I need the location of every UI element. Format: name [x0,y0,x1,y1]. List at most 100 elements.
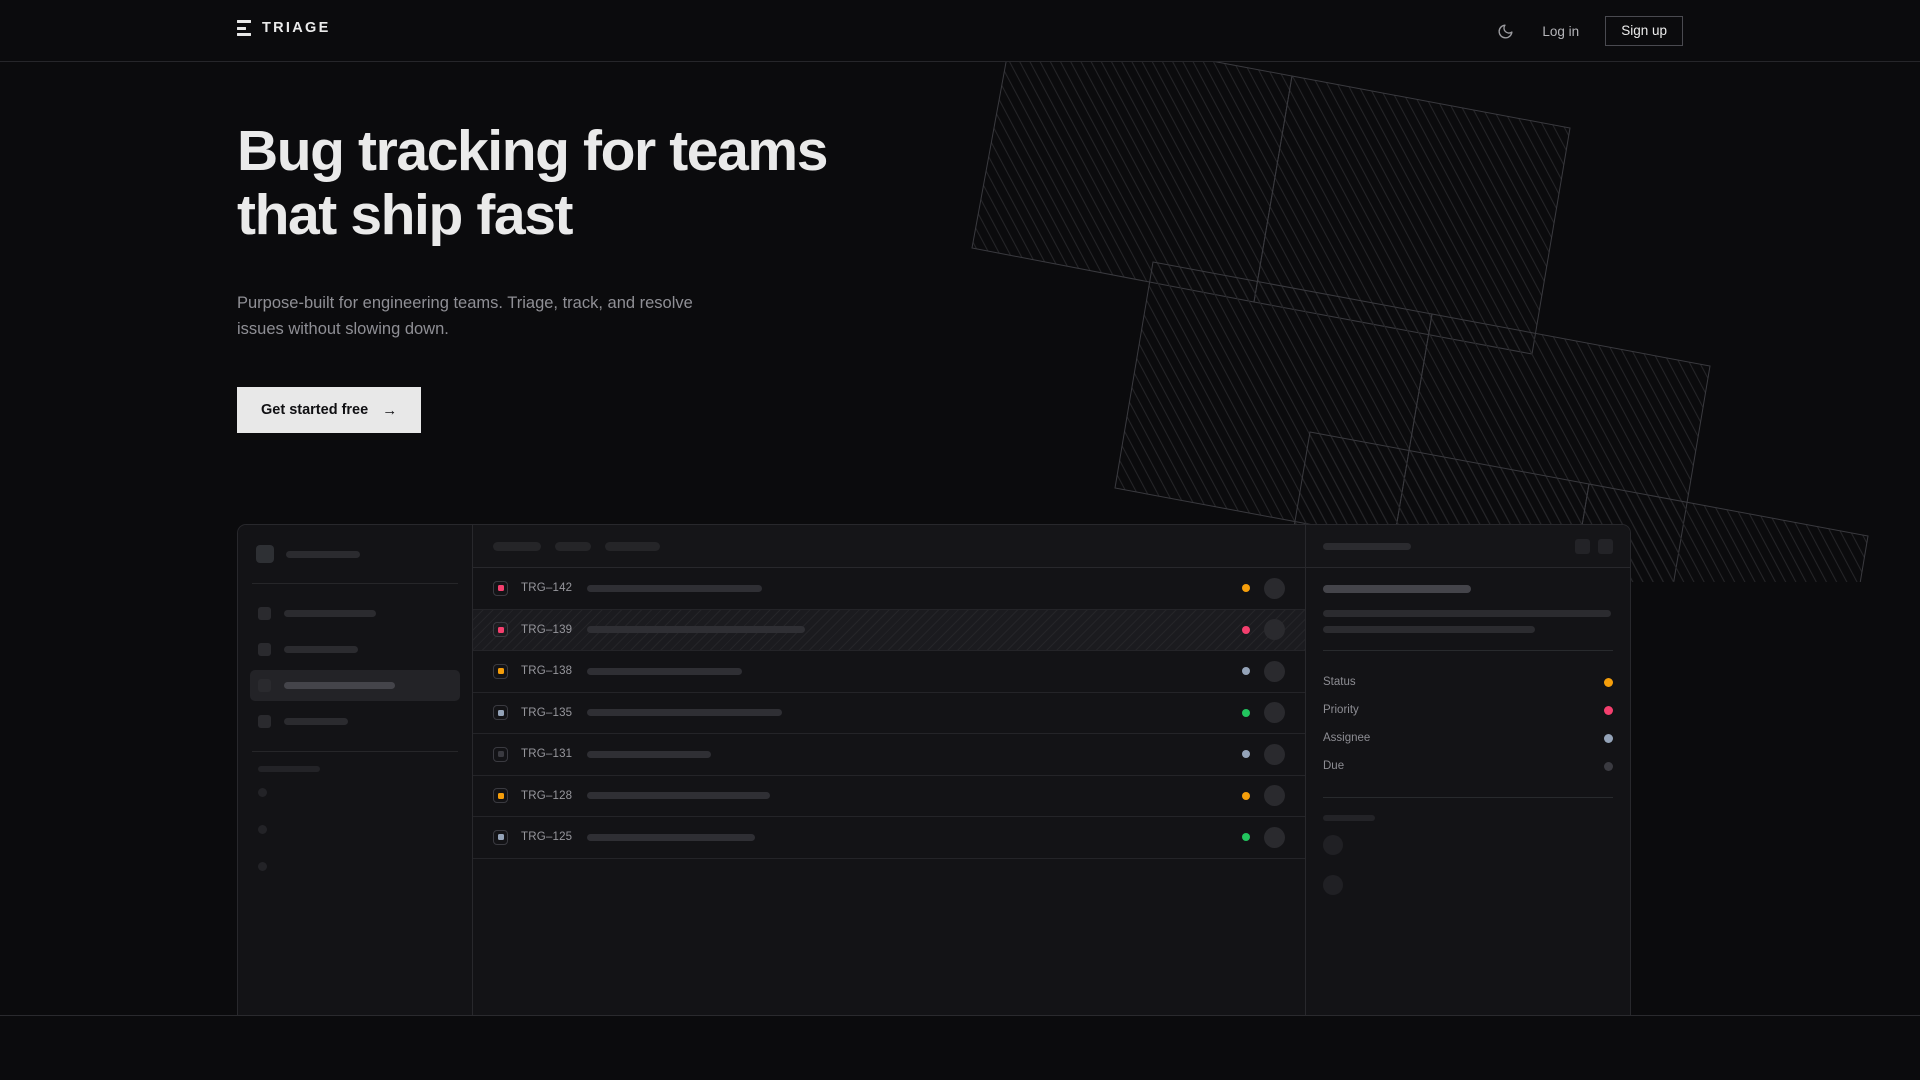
avatar[interactable] [1264,743,1285,765]
activity-avatar-2[interactable] [1323,875,1343,895]
brand-logo[interactable]: TRIAGE [237,20,331,36]
issue-row[interactable]: TRG–135 [473,693,1305,734]
status-badge [1242,750,1250,759]
avatar[interactable] [1264,619,1285,641]
priority-indicator-icon [493,580,508,596]
detail-desc-line [1323,610,1611,617]
sidebar-nav-item-label-placeholder [284,718,348,725]
hero-section: Bug tracking for teams that ship fast Pu… [237,119,828,434]
hero-title-line-2: that ship fast [237,182,573,247]
mockup-sidebar-nav [250,598,460,737]
sidebar-nav-item-icon [258,643,271,656]
sidebar-minor-item-1[interactable] [258,788,267,797]
issue-row[interactable]: TRG–125 [473,817,1305,859]
sidebar-nav-item-4[interactable] [250,706,460,737]
detail-issue-title-placeholder [1323,585,1471,593]
priority-swatch [497,585,504,592]
sidebar-minor-item-2[interactable] [258,825,267,834]
priority-indicator-icon [493,829,508,845]
workspace-avatar [256,545,274,563]
issue-id: TRG–128 [521,789,573,802]
sidebar-divider-top [252,583,458,584]
sidebar-nav-item-1[interactable] [250,598,460,629]
detail-field-label: Assignee [1323,732,1371,744]
detail-action-button-2[interactable] [1598,538,1613,554]
detail-field-assignee[interactable]: Assignee [1323,724,1613,752]
priority-swatch [497,751,504,758]
page-title: Bug tracking for teams that ship fast [237,119,828,248]
sidebar-minor-items [250,788,460,871]
mockup-sidebar [238,525,473,1016]
avatar[interactable] [1264,826,1285,848]
detail-panel-header [1306,525,1630,568]
hero-title-line-1: Bug tracking for teams [237,119,828,183]
issue-row[interactable]: TRG–138 [473,651,1305,693]
sidebar-section-label [258,766,320,772]
detail-activity-label [1323,815,1375,821]
sidebar-nav-item-icon [258,715,271,728]
sidebar-minor-item-3[interactable] [258,862,267,871]
sidebar-nav-item-3[interactable] [250,670,460,701]
sidebar-nav-item-2[interactable] [250,634,460,665]
sidebar-nav-item-label-placeholder [284,610,376,617]
hero-subtitle: Purpose-built for engineering teams. Tri… [237,293,693,339]
workspace-name-placeholder [286,550,360,558]
top-navigation-bar: TRIAGE Log in Sign up [0,0,1920,62]
signup-button[interactable]: Sign up [1605,15,1683,47]
status-badge [1242,833,1250,842]
issue-id: TRG–131 [521,748,573,761]
issue-row[interactable]: TRG–142 [473,568,1305,610]
issue-list-toolbar [473,525,1305,568]
detail-field-status[interactable]: Status [1323,668,1613,696]
priority-indicator-icon [493,663,508,679]
issue-title-placeholder [587,833,755,841]
avatar[interactable] [1264,660,1285,682]
priority-swatch [497,709,504,716]
activity-avatar-1[interactable] [1323,835,1343,855]
sidebar-nav-item-icon [258,679,271,692]
issue-row[interactable]: TRG–139 [473,609,1305,651]
detail-field-label: Due [1323,760,1345,772]
status-badge [1242,791,1250,800]
status-badge [1242,708,1250,717]
issue-list-filter-chip-3[interactable] [605,541,660,551]
issue-title-placeholder [587,584,762,592]
arrow-right-icon: → [382,401,398,419]
issue-list-filter-chip-2[interactable] [555,541,591,551]
nav-actions: Log in Sign up [1494,0,1683,62]
issue-title-placeholder [587,709,782,717]
issue-row[interactable]: TRG–128 [473,776,1305,817]
issue-title-placeholder [587,626,805,634]
status-badge [1242,667,1250,676]
priority-swatch [497,668,504,675]
detail-activity-avatars [1323,835,1613,895]
issue-list-filter-chip-1[interactable] [493,541,541,551]
issue-row[interactable]: TRG–131 [473,734,1305,776]
sidebar-nav-item-label-placeholder [284,682,395,689]
page-bottom-divider [0,1015,1920,1016]
detail-field-label: Status [1323,676,1356,688]
get-started-button[interactable]: Get started free → [237,387,422,434]
issue-title-placeholder [587,792,770,800]
detail-field-priority[interactable]: Priority [1323,696,1613,724]
issue-id: TRG–125 [521,831,573,844]
stacked-bars-logo-icon [237,20,251,36]
login-link[interactable]: Log in [1542,23,1580,39]
avatar[interactable] [1264,577,1285,599]
moon-icon[interactable] [1494,20,1516,42]
status-badge [1242,584,1250,593]
sidebar-nav-item-label-placeholder [284,646,358,653]
detail-field-label: Priority [1323,704,1359,716]
status-badge [1242,625,1250,634]
detail-action-button-1[interactable] [1575,538,1590,554]
detail-field-value-swatch [1604,761,1613,771]
detail-field-value-swatch [1604,705,1613,715]
mockup-sidebar-brand[interactable] [250,539,460,569]
avatar[interactable] [1264,702,1285,724]
avatar[interactable] [1264,785,1285,807]
detail-field-due[interactable]: Due [1323,752,1613,780]
